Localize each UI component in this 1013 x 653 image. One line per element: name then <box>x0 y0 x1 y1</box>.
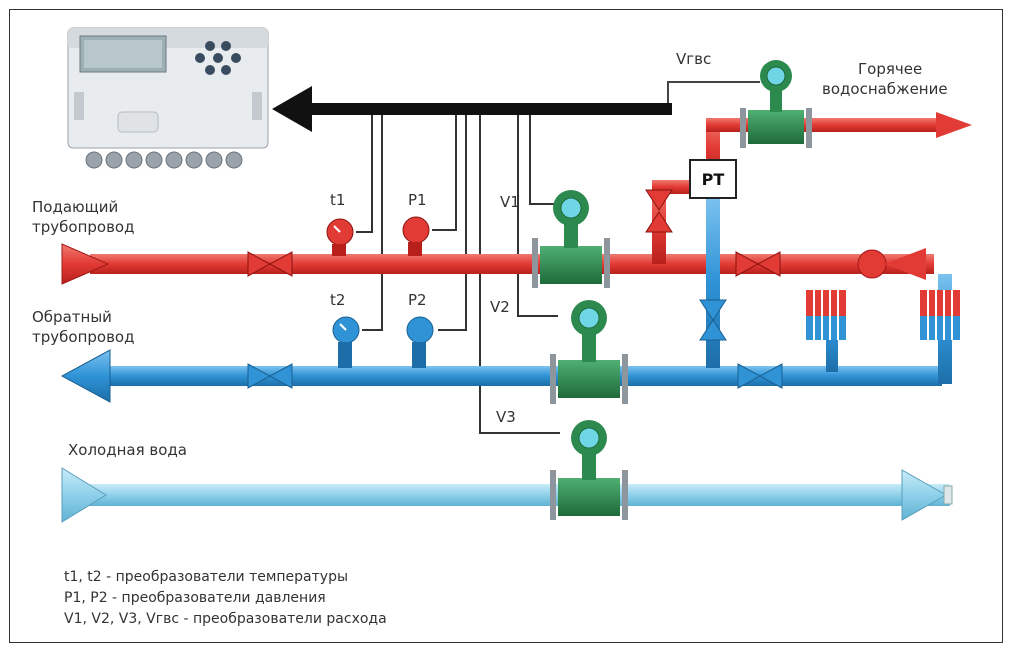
t1-label: t1 <box>330 191 345 209</box>
hot-water-label-2: водоснабжение <box>822 80 948 98</box>
pt-controller: PT <box>689 159 737 199</box>
flowmeter-v2 <box>550 300 628 404</box>
flowmeter-v1 <box>532 190 610 288</box>
sensor-p1 <box>402 216 430 256</box>
signal-wires <box>356 115 560 434</box>
sensor-t2 <box>332 316 360 368</box>
radiator-icons <box>806 248 960 340</box>
heat-calculator-device <box>67 27 269 169</box>
legend-line-pressure: P1, P2 - преобразователи давления <box>64 590 326 606</box>
v2-label: V2 <box>490 298 510 316</box>
sensor-t1 <box>326 218 354 256</box>
hot-water-label-1: Горячее <box>858 60 922 78</box>
p1-label: P1 <box>408 191 427 209</box>
return-pipe-label-2: трубопровод <box>32 328 134 346</box>
legend-line-temperature: t1, t2 - преобразователи температуры <box>64 569 349 585</box>
vgvs-label: Vгвс <box>676 50 711 68</box>
return-valves <box>247 299 783 389</box>
flowmeter-vgvs <box>740 60 812 148</box>
supply-pipe-label-2: трубопровод <box>32 218 134 236</box>
cold-water-pipeline <box>61 467 953 523</box>
t2-label: t2 <box>330 291 345 309</box>
supply-valves <box>247 189 781 277</box>
device-keypad-icon <box>195 41 241 75</box>
supply-pipe-label-1: Подающий <box>32 198 118 216</box>
v3-label: V3 <box>496 408 516 426</box>
cable-glands-icon <box>85 151 243 169</box>
pt-label: PT <box>702 170 725 189</box>
flowmeter-v3 <box>550 420 628 520</box>
legend-line-flow: V1, V2, V3, Vгвс - преобразователи расхо… <box>64 611 387 627</box>
sensor-p2 <box>406 316 434 368</box>
cold-water-label: Холодная вода <box>68 441 187 459</box>
v1-label: V1 <box>500 193 520 211</box>
return-pipe-label-1: Обратный <box>32 308 112 326</box>
signal-bus <box>272 81 760 132</box>
legend: t1, t2 - преобразователи температуры P1,… <box>64 567 387 630</box>
p2-label: P2 <box>408 291 427 309</box>
